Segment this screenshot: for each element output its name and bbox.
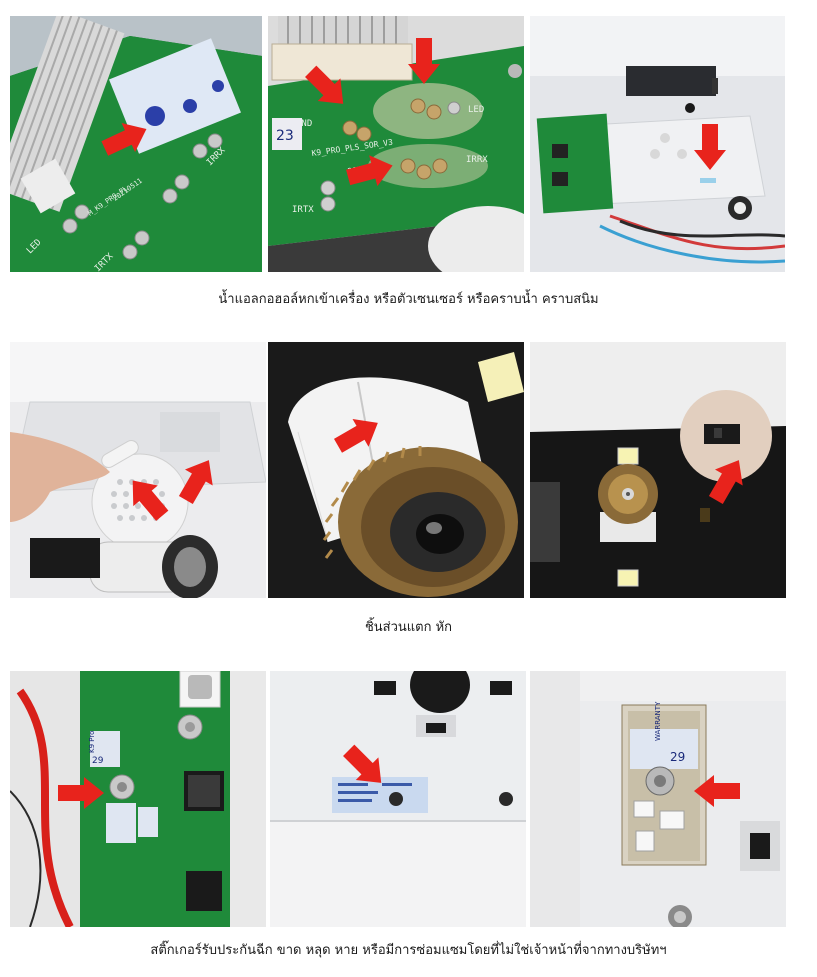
caption-water-damage: น้ำแอลกอฮอล์หกเข้าเครื่อง หรือตัวเซนเซอร… bbox=[218, 292, 599, 307]
red-arrow-icon bbox=[334, 419, 378, 453]
broken-sensor-photo bbox=[530, 342, 786, 598]
pcb-label-irtx: IRTX bbox=[292, 205, 314, 215]
red-arrow-icon bbox=[343, 744, 382, 783]
sensor-residue-photo bbox=[530, 16, 785, 272]
red-arrow-icon bbox=[178, 460, 213, 504]
red-arrow-icon bbox=[305, 65, 344, 104]
pcb-label-irrx: IRRX bbox=[466, 155, 488, 165]
sticker-warranty-text: WARRANTY bbox=[654, 701, 662, 741]
damaged-sticker-housing-photo bbox=[270, 671, 526, 927]
red-arrow-icon bbox=[132, 480, 169, 521]
caption-broken-parts: ชิ้นส่วนแตก หัก bbox=[364, 620, 453, 635]
sticker-number: 29 bbox=[670, 750, 685, 764]
broken-housing-photo bbox=[10, 342, 266, 598]
red-arrow-icon bbox=[694, 124, 726, 170]
red-arrow-icon bbox=[58, 777, 104, 809]
sticker-number: 23 bbox=[276, 128, 294, 144]
red-arrow-icon bbox=[346, 155, 393, 187]
pcb-label-led: LED bbox=[468, 105, 484, 115]
red-arrow-icon bbox=[101, 123, 147, 156]
pcb-corrosion-photo: LED GND IRTX IRRX K9_PRO_PLS_SOR_V3 2021… bbox=[268, 16, 524, 272]
red-arrow-icon bbox=[408, 38, 440, 84]
caption-warranty-sticker: สติ๊กเกอร์รับประกันฉีก ขาด หลุด หาย หรือ… bbox=[150, 943, 667, 958]
torn-sticker-pcb-photo: K9 Pro 29 bbox=[10, 671, 266, 927]
cracked-nozzle-photo bbox=[268, 342, 524, 598]
red-arrow-icon bbox=[694, 775, 740, 807]
pcb-water-damage-photo: LED IRTX IRRX M_K9_PRO_PL 20210511 bbox=[10, 16, 262, 272]
red-arrow-icon bbox=[708, 460, 743, 504]
pcb-label-model: K9 Pro bbox=[88, 731, 96, 753]
pcb-label-gnd: GND bbox=[296, 119, 312, 129]
sticker-number: 29 bbox=[92, 756, 104, 766]
tampered-sticker-photo: WARRANTY 29 bbox=[530, 671, 786, 927]
